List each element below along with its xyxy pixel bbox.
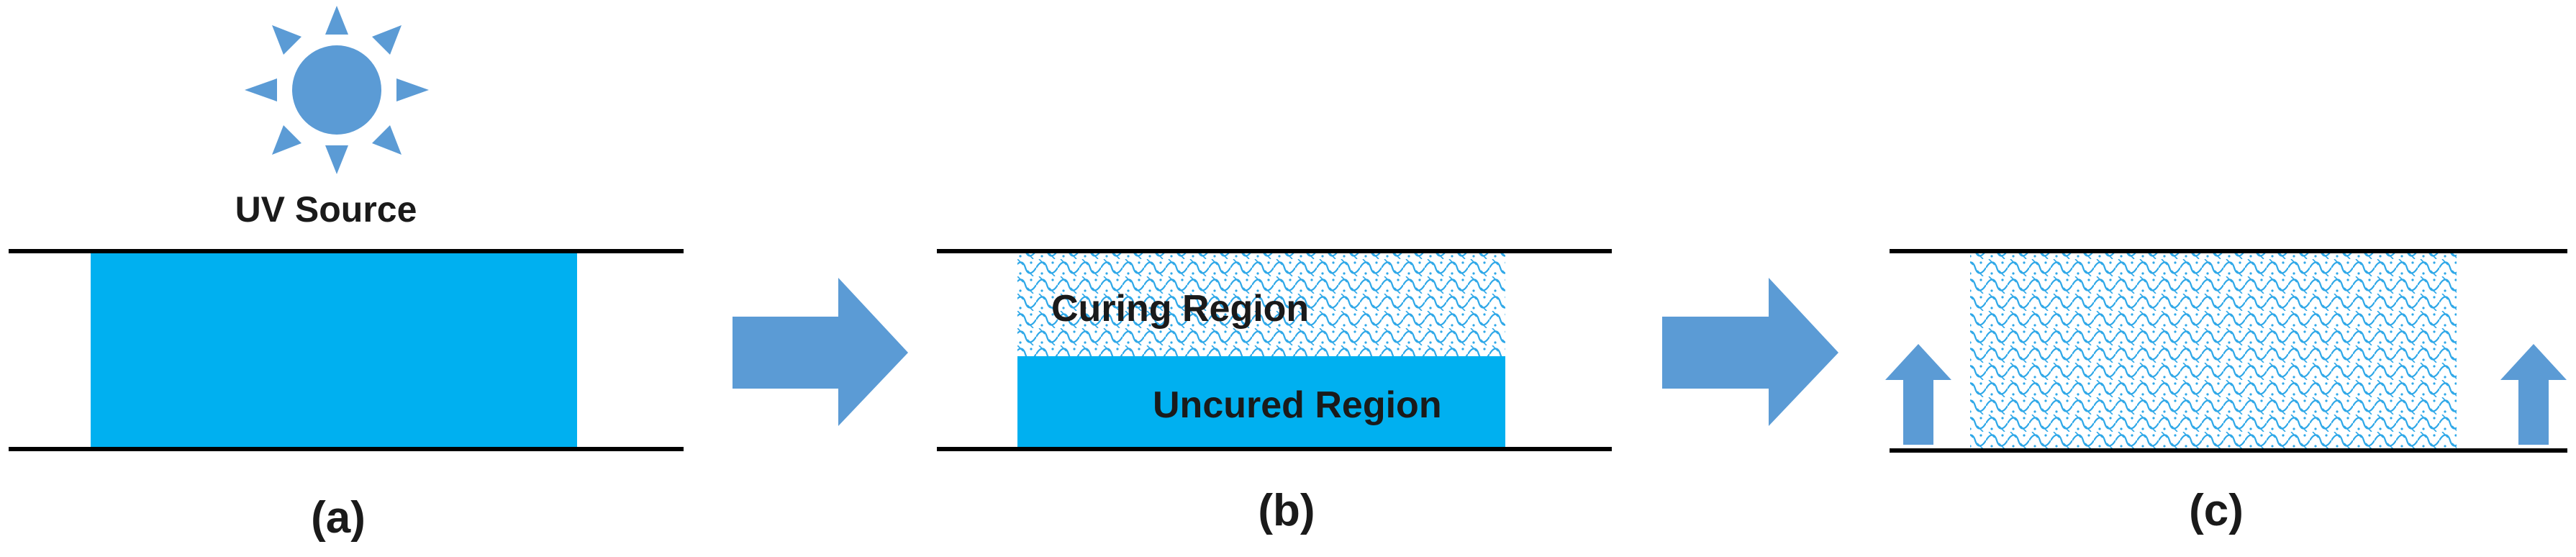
panel-b-caption: (b) [1258,486,1315,535]
cured-part [1970,252,2457,449]
uncured-resin-block [91,252,577,449]
uncured-region [1017,356,1505,449]
up-arrow-icon [2500,344,2567,445]
panel-c: (c) [1885,249,2567,535]
uncured-region-label: Uncured Region [1153,384,1442,426]
panel-a-caption: (a) [311,493,366,543]
panel-a: UV Source (a) [9,6,684,543]
uv-source-label: UV Source [235,189,417,230]
curing-region [1017,252,1505,356]
up-arrow-icon [1885,344,1951,445]
right-arrow-icon [1662,278,1838,426]
sun-icon [245,6,429,174]
panel-b: Curing Region Uncured Region (b) [937,249,1612,535]
panel-c-caption: (c) [2189,486,2244,535]
curing-region-label: Curing Region [1051,288,1309,330]
right-arrow-icon [733,278,908,426]
